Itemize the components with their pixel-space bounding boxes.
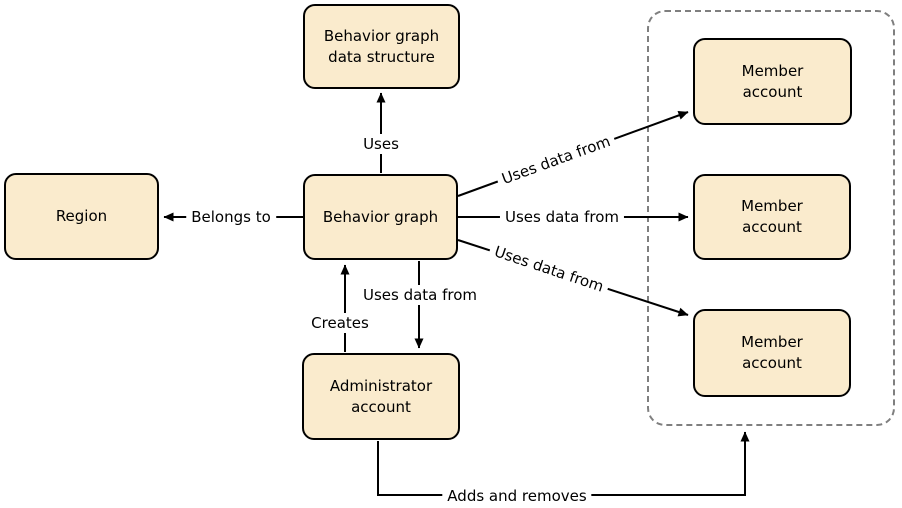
node-behavior-graph-data-structure: Behavior graph data structure [303, 4, 460, 89]
edge-label-uses: Uses [358, 134, 404, 154]
node-member-account-1: Member account [693, 38, 852, 125]
node-administrator-account: Administrator account [302, 353, 460, 440]
edge-label-creates: Creates [306, 313, 374, 333]
edge-label-uses-data-from-member-2: Uses data from [499, 207, 625, 227]
node-member-account-2: Member account [693, 174, 851, 260]
node-region: Region [4, 173, 159, 260]
edge-label-belongs-to: Belongs to [186, 207, 276, 227]
edge-label-uses-data-from-admin: Uses data from [357, 285, 483, 305]
node-member-account-3: Member account [693, 309, 851, 397]
node-behavior-graph: Behavior graph [303, 174, 458, 260]
edge-label-adds-and-removes: Adds and removes [442, 486, 592, 506]
